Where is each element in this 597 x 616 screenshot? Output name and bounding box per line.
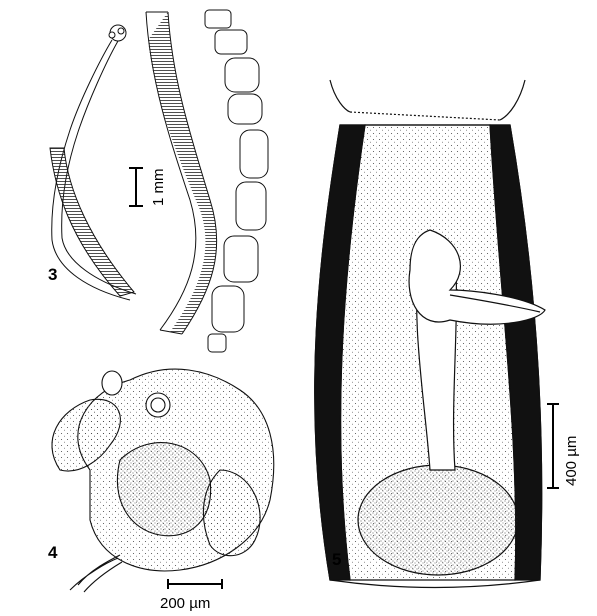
strobila-fragment-segmented [145,11,218,335]
figure-4-scolex [51,368,275,593]
scale-bar-1mm-label: 1 mm [150,169,167,207]
scale-bar-400um: 400 µm [547,403,580,489]
figure-5-proglottid [314,79,546,589]
strobila-fragment-neck [49,24,137,301]
strobila-fragment-beaded [204,9,269,353]
figure-3-strobila [49,9,269,353]
panel-number-5: 5 [332,550,341,569]
scale-bar-200um: 200 µm [160,579,223,612]
scale-bar-200um-label: 200 µm [160,595,210,612]
scale-bar-1mm: 1 mm [129,167,167,207]
panel-number-3: 3 [48,265,57,284]
panel-number-4: 4 [48,543,58,562]
scale-bar-400um-label: 400 µm [563,436,580,486]
